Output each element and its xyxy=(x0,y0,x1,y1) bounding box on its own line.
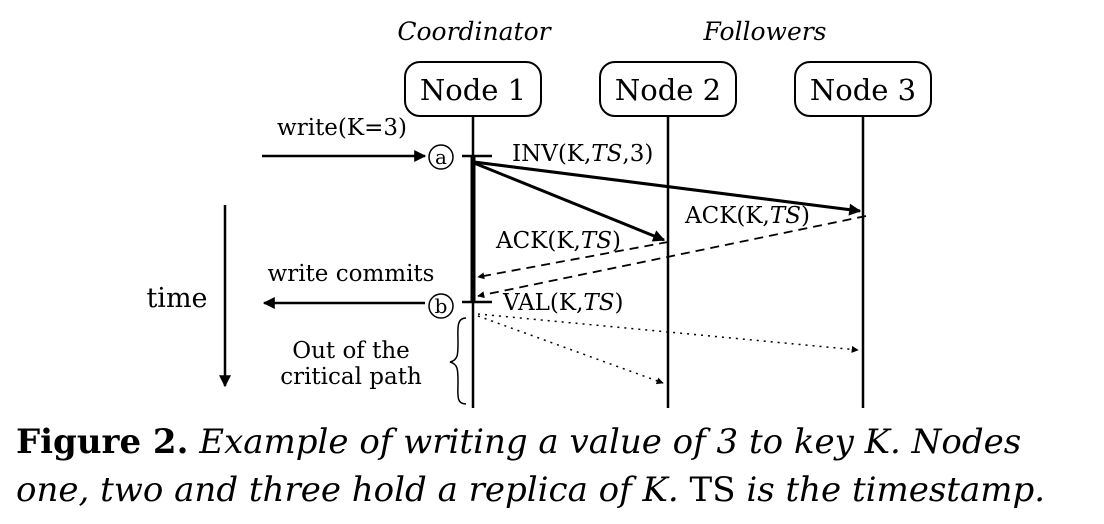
svg-text:b: b xyxy=(435,294,448,318)
figure-caption: Figure 2. Example of writing a value of … xyxy=(16,418,1091,514)
caption-text-1: Example of writing a value of 3 to key K… xyxy=(16,422,1022,510)
ack-label-node3: ACK(K,TS) xyxy=(684,203,810,229)
write-commits-label: write commits xyxy=(268,261,435,287)
inv-label: INV(K,TS,3) xyxy=(512,141,653,167)
caption-ts: TS xyxy=(689,470,736,510)
node-3-label: Node 3 xyxy=(810,73,916,107)
figure-number: Figure 2. xyxy=(16,422,189,462)
inv-arrow-node2 xyxy=(473,161,666,242)
out-of-path-line1: Out of the xyxy=(292,338,410,364)
ack-arrow-from-node3 xyxy=(477,215,867,299)
node-2-label: Node 2 xyxy=(615,73,721,107)
node-2: Node 2 xyxy=(599,61,737,117)
val-label: VAL(K,TS) xyxy=(502,290,624,316)
marker-a: a xyxy=(428,144,454,170)
node-1-label: Node 1 xyxy=(420,73,526,107)
time-label: time xyxy=(146,283,207,314)
write-label: write(K=3) xyxy=(277,115,407,141)
val-arrow-node2 xyxy=(477,315,664,385)
marker-b: b xyxy=(428,293,454,319)
node-3: Node 3 xyxy=(794,61,932,117)
inv-arrow-node3 xyxy=(473,160,862,216)
followers-label: Followers xyxy=(702,17,826,46)
out-of-path-line2: critical path xyxy=(280,364,422,390)
val-arrow-node3 xyxy=(477,313,859,353)
svg-text:a: a xyxy=(435,145,447,169)
ack-label-node2: ACK(K,TS) xyxy=(495,228,621,254)
node-1: Node 1 xyxy=(404,61,542,117)
sequence-diagram: Coordinator Followers Node 1 Node 2 Node… xyxy=(146,17,932,408)
coordinator-label: Coordinator xyxy=(397,17,552,46)
critical-path-brace xyxy=(449,317,467,405)
caption-text-2: is the timestamp. xyxy=(735,470,1046,510)
ack-arrow-from-node2 xyxy=(477,241,669,280)
